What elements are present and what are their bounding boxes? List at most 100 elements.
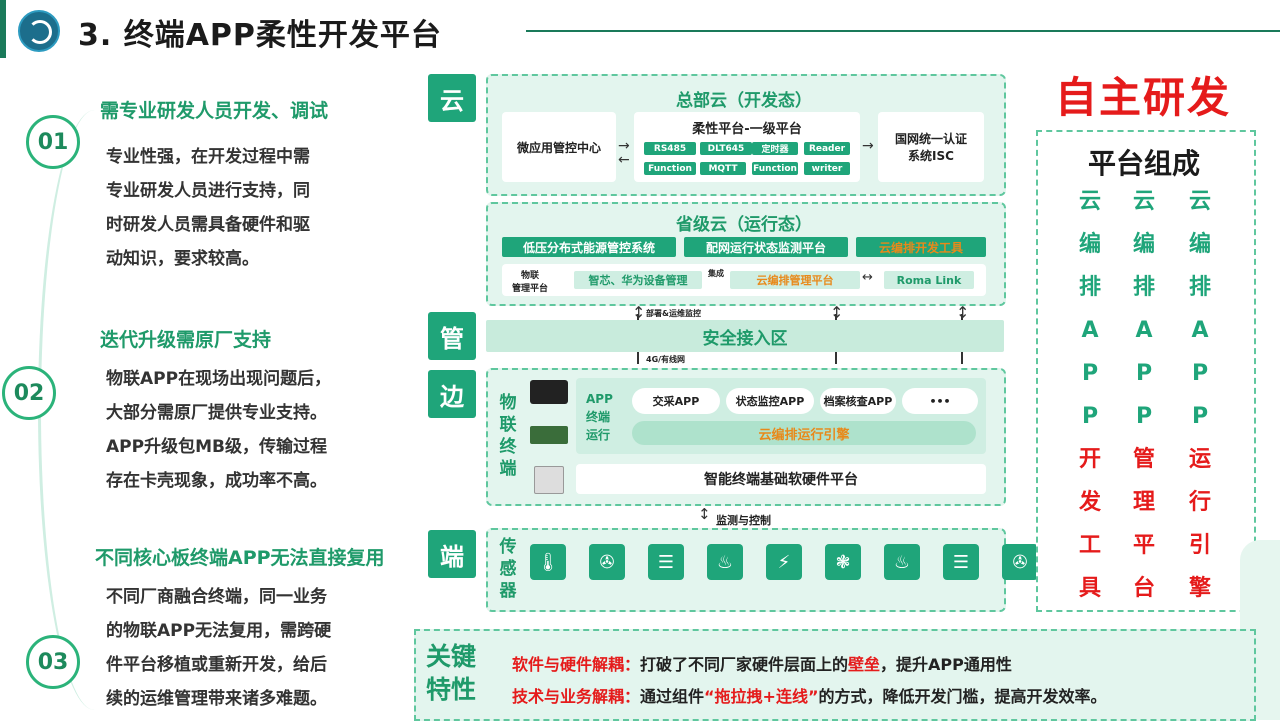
key-title-line: 特性: [426, 675, 477, 704]
radiator-icon: ☰: [648, 544, 684, 580]
platform-composition-title: 平台组成: [1087, 147, 1200, 180]
app-runtime-label: APP 终端 运行: [586, 390, 613, 444]
component-pill: MQTT: [700, 162, 746, 175]
prov-cloud-title: 省级云（运行态）: [676, 215, 812, 235]
layer-tag-cloud: 云: [428, 74, 476, 122]
company-logo-icon: [18, 10, 60, 52]
fan-icon: ✇: [1002, 544, 1038, 580]
column-char: 排: [1132, 275, 1155, 300]
column-char: 排: [1188, 275, 1211, 300]
app-runtime-line: 终端: [586, 410, 611, 424]
column-char: 台: [1132, 576, 1155, 601]
item-heading: 迭代升级需原厂支持: [100, 329, 272, 351]
component-pill: writer: [804, 162, 850, 175]
meter-device-icon: [534, 466, 564, 494]
orchestration-mgmt-pill: 云编排管理平台: [730, 271, 860, 289]
component-pill: Function: [644, 162, 696, 175]
key-feature-line: 技术与业务解耦：通过组件“拖拉拽+连线”的方式，降低开发门槛，提高开发效率。: [512, 683, 1107, 707]
column-char: 具: [1078, 576, 1101, 601]
deploy-label: 部署&运维监控: [646, 309, 701, 318]
item-line: 件平台移植或重新开发，给后: [106, 655, 327, 675]
sensor-vertical-label: 传感器: [499, 537, 517, 601]
key-feature-text: 通过组件: [640, 687, 705, 706]
page-title: 3. 终端APP柔性开发平台: [78, 18, 442, 53]
sensor-row: 🌡 ✇ ☰ ♨ ⚡ ❃ ♨ ☰ ✇ 🌡: [530, 544, 1097, 580]
column-char: P: [1135, 361, 1153, 386]
key-title-line: 关键: [426, 642, 477, 671]
flex-platform-title: 柔性平台-一级平台: [692, 122, 802, 137]
thermometer-icon: 🌡: [530, 544, 566, 580]
iot-mgmt-line: 物联: [521, 271, 540, 281]
layer-tag-pipe: 管: [428, 312, 476, 360]
item-line: 专业研发人员进行支持，同: [106, 181, 310, 201]
app-chip: 交采APP: [632, 388, 720, 414]
column-char: P: [1081, 361, 1099, 386]
column-char: 云: [1188, 189, 1211, 214]
item-line: 时研发人员需具备硬件和驱: [106, 215, 310, 235]
heat-icon: ♨: [707, 544, 743, 580]
column-char: 平: [1132, 533, 1155, 558]
title-divider: [526, 30, 1280, 32]
column-char: P: [1191, 404, 1209, 429]
component-pill: Function: [752, 162, 798, 175]
roma-link-pill: Roma Link: [884, 271, 974, 289]
system-bar: 配网运行状态监测平台: [684, 237, 848, 257]
fan-icon: ❃: [825, 544, 861, 580]
arrow-left-icon: ←: [618, 152, 630, 168]
column-char: 排: [1078, 275, 1101, 300]
bidirectional-arrow-icon: ↔: [862, 270, 873, 285]
app-chip: 档案核查APP: [820, 388, 896, 414]
column-char: 编: [1078, 232, 1101, 257]
column-char: A: [1081, 318, 1099, 343]
hq-cloud-title: 总部云（开发态）: [676, 91, 812, 111]
integrate-label: 集成: [708, 269, 724, 278]
iot-mgmt-line: 管理平台: [512, 284, 549, 294]
column-char: 理: [1132, 490, 1155, 515]
key-features-box: [414, 629, 1256, 721]
terminal-platform-bar: 智能终端基础软硬件平台: [576, 464, 986, 494]
key-feature-text: 打破了不同厂家硬件层面上的: [640, 655, 849, 674]
item-line: 存在卡壳现象，成功率不高。: [106, 471, 327, 491]
key-features-title: 关键 特性: [426, 640, 496, 706]
key-feature-highlight: “拖拉拽+连线”: [704, 687, 819, 706]
composition-column: 云 编 排 A P P 管 理 平 台: [1124, 180, 1164, 610]
isc-auth-box: 国网统一认证 系统ISC: [878, 112, 984, 182]
app-chip-more: •••: [902, 388, 978, 414]
headline-self-developed: 自主研发: [1055, 73, 1232, 122]
app-chip: 状态监控APP: [726, 388, 814, 414]
gateway-device-icon: [530, 380, 568, 404]
vertical-arrow-icon: ↕: [830, 303, 844, 322]
component-pill: Reader: [804, 142, 850, 155]
column-char: 编: [1132, 232, 1155, 257]
column-char: A: [1135, 318, 1153, 343]
column-char: 行: [1188, 490, 1211, 515]
vertical-arrow-icon: ↕: [698, 505, 711, 523]
component-pill: 定时器: [752, 142, 798, 155]
arrow-right-icon: →: [618, 138, 630, 154]
item-line: 不同厂商融合终端，同一业务: [106, 587, 327, 607]
item-body: 物联APP在现场出现问题后， 大部分需原厂提供专业支持。 APP升级包MB级，传…: [106, 362, 331, 498]
micro-app-center-box: 微应用管控中心: [502, 112, 616, 182]
security-zone-bar: 安全接入区: [486, 320, 1004, 352]
arrow-right-icon: →: [862, 138, 874, 154]
iot-mgmt-label: 物联 管理平台: [512, 268, 548, 294]
key-feature-highlight: 壁垒: [848, 655, 881, 674]
item-line: 动知识，要求较高。: [106, 249, 259, 269]
layer-tag-end: 端: [428, 530, 476, 578]
column-char: P: [1081, 404, 1099, 429]
column-char: P: [1191, 361, 1209, 386]
composition-column: 云 编 排 A P P 开 发 工 具: [1070, 180, 1110, 610]
app-runtime-line: 运行: [586, 428, 611, 442]
layer-tag-edge: 边: [428, 370, 476, 418]
item-line: 专业性强，在开发过程中需: [106, 147, 310, 167]
column-char: 开: [1078, 447, 1101, 472]
column-char: P: [1135, 404, 1153, 429]
vertical-arrow-icon: ↕: [956, 303, 970, 322]
orchestration-tool-bar: 云编排开发工具: [856, 237, 986, 257]
column-char: 运: [1188, 447, 1211, 472]
isc-line: 系统ISC: [908, 149, 954, 163]
monitor-label: 监测与控制: [716, 514, 771, 527]
network-label: 4G/有线网: [646, 355, 686, 364]
device-mgmt-pill: 智芯、华为设备管理: [574, 271, 702, 289]
header-accent-bar: [0, 0, 6, 58]
